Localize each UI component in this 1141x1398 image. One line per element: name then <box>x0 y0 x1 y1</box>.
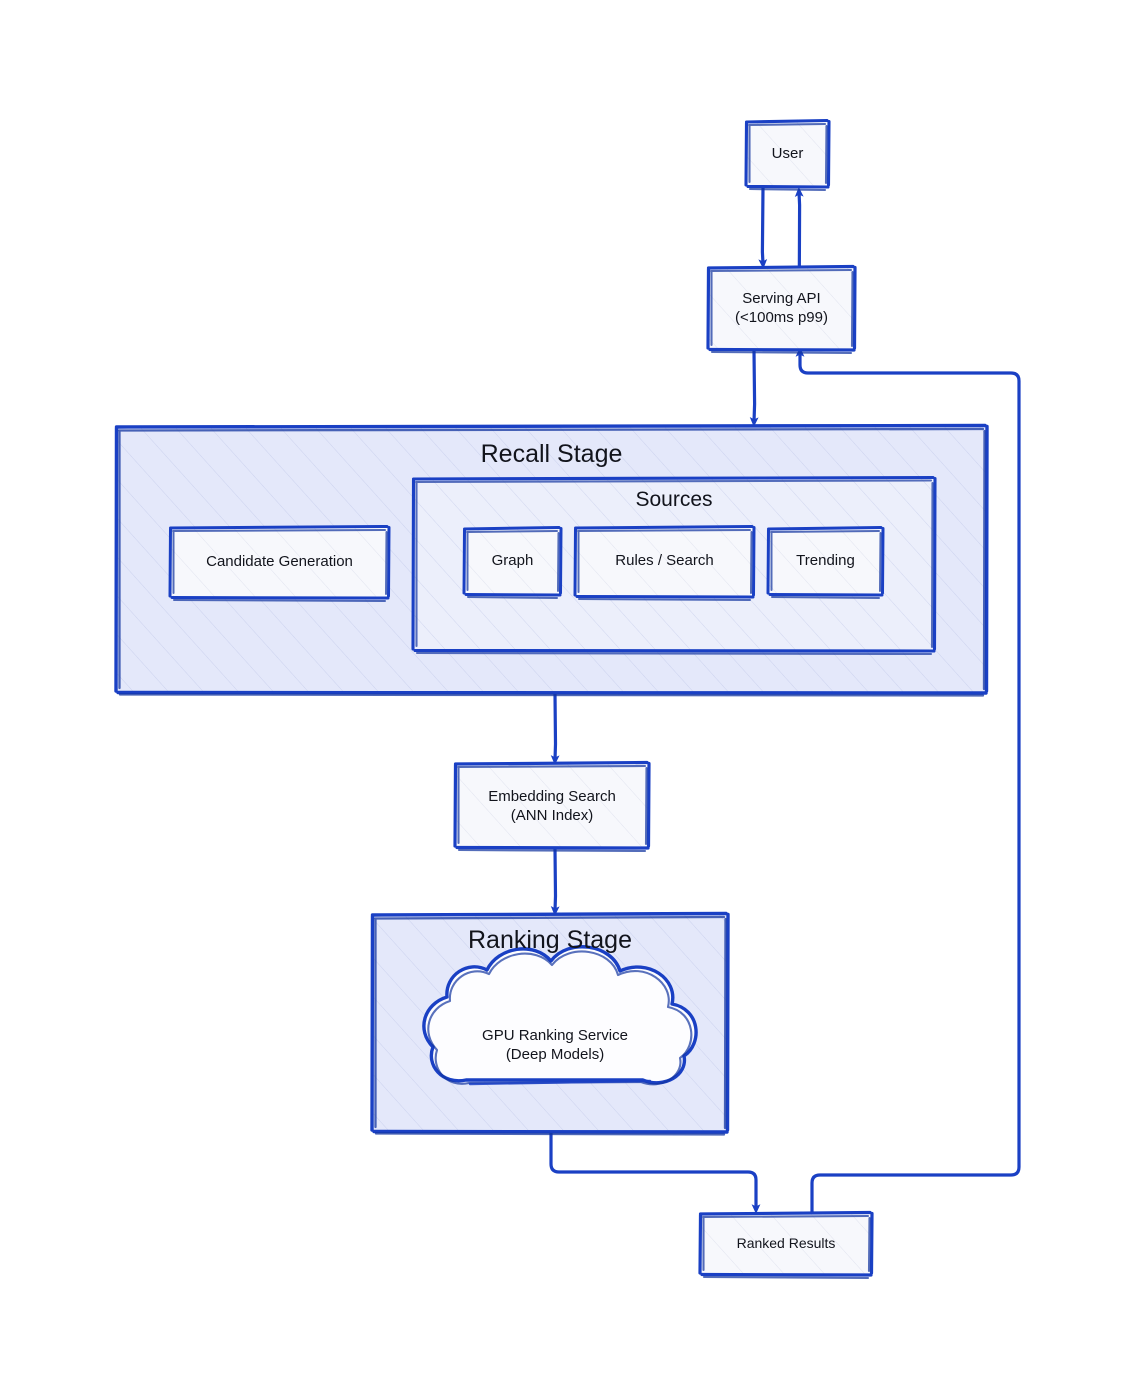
edge-recall-to-embedding <box>550 692 560 765</box>
edge-user-to-serving-api <box>758 186 768 269</box>
edge-serving-api-to-recall <box>749 349 759 427</box>
recall-inner-nodes <box>168 525 885 602</box>
user-shape <box>744 118 831 192</box>
gpu-ranking-service-shape <box>422 945 698 1086</box>
serving-api-shape <box>706 264 857 355</box>
ranked-results-shape <box>698 1210 874 1280</box>
edge-ranking-to-ranked-results <box>549 1132 761 1215</box>
edge-embedding-to-ranking <box>550 847 560 916</box>
edge-ranked-results-to-serving-api <box>795 346 1021 1214</box>
embedding-search-shape <box>453 760 651 853</box>
